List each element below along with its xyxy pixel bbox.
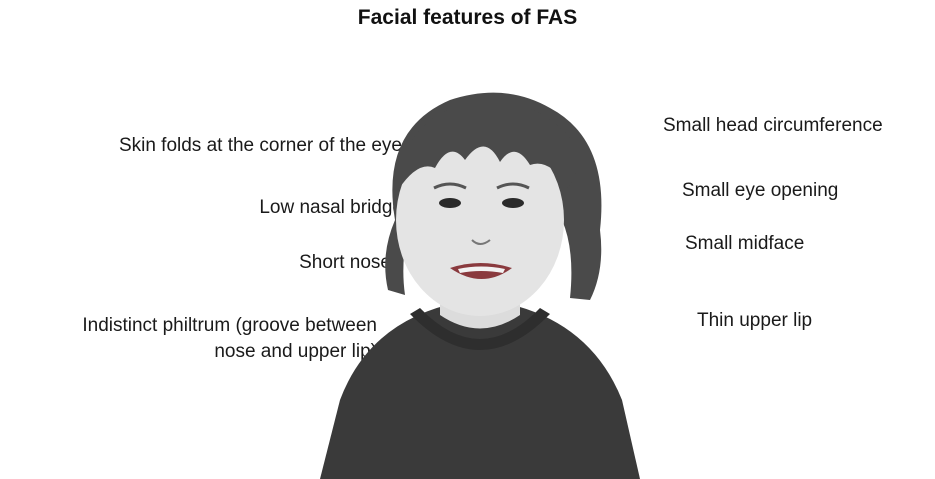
right-eye [502, 198, 524, 208]
shirt [320, 302, 640, 479]
label-small-eye-opening: Small eye opening [682, 178, 838, 204]
label-thin-upper-lip: Thin upper lip [697, 308, 812, 334]
diagram-title: Facial features of FAS [0, 6, 935, 30]
label-small-head-circumference: Small head circumference [663, 113, 883, 139]
label-small-midface: Small midface [685, 231, 804, 257]
child-portrait-illustration [300, 70, 660, 479]
left-eye [439, 198, 461, 208]
